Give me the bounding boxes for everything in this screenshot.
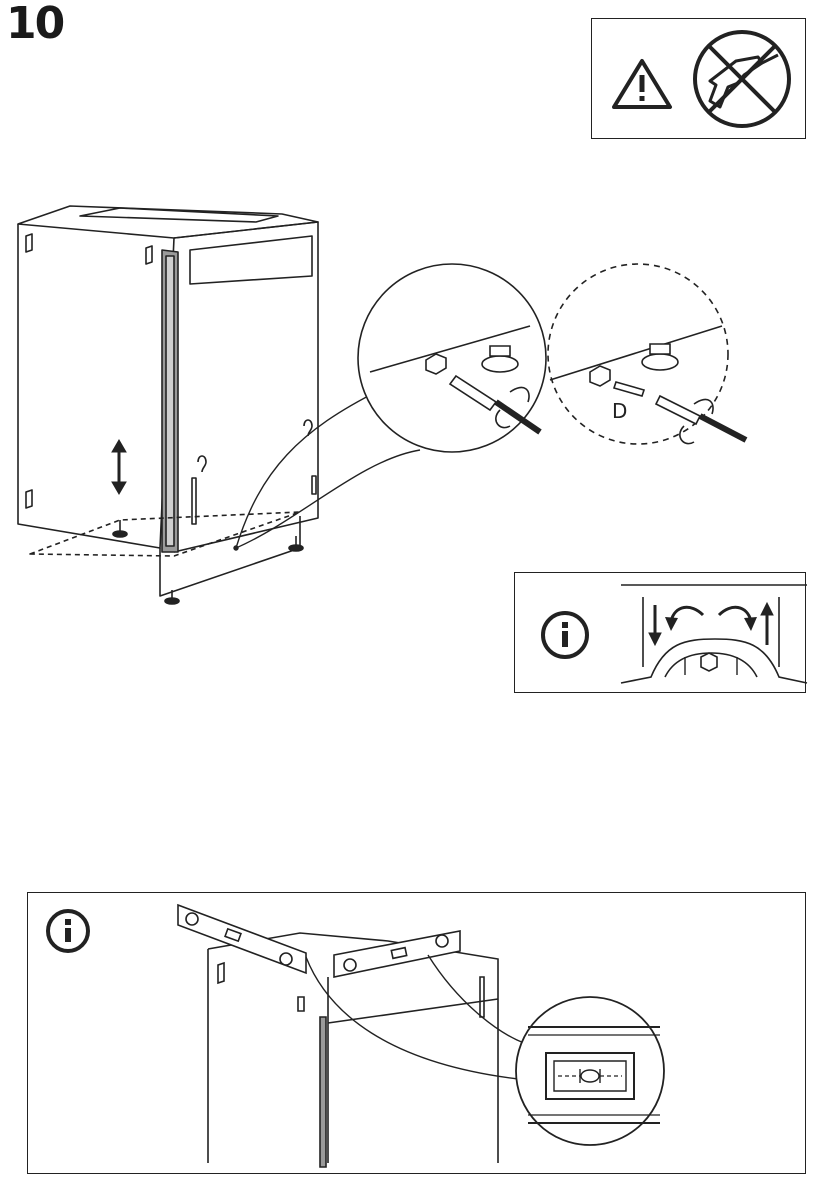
adjustable-foot-icon	[425, 345, 519, 375]
counterclockwise-arrow-icon	[665, 605, 705, 631]
dishwasher-body	[17, 205, 319, 605]
main-illustration: D	[17, 205, 748, 605]
info-panel-leveling	[27, 892, 806, 1174]
up-down-arrow-icon	[111, 439, 127, 495]
warning-panel	[591, 18, 806, 139]
no-power-drill-icon	[693, 30, 791, 128]
dishwasher-top-view	[207, 932, 499, 1168]
spirit-level-icon	[177, 903, 461, 978]
step-number: 10	[6, 0, 65, 49]
foot-detail-circle	[357, 263, 547, 453]
down-arrow-icon	[648, 605, 662, 647]
clockwise-arrow-icon	[717, 605, 757, 631]
info-panel-adjustment	[514, 572, 808, 693]
part-label-d: D	[612, 399, 627, 423]
screwdriver-icon	[448, 374, 542, 435]
screw-detail-circle: D	[547, 263, 748, 445]
screwdriver-icon	[654, 394, 748, 445]
adjustable-foot-icon	[589, 343, 679, 397]
bubble-level-detail-icon	[515, 996, 665, 1146]
info-icon	[46, 909, 90, 953]
callout-lines	[233, 389, 421, 551]
warning-triangle-icon	[612, 59, 672, 109]
info-icon	[541, 611, 589, 659]
up-arrow-icon	[760, 601, 774, 645]
adjustable-foot-icon	[664, 652, 758, 678]
callout-lines	[305, 954, 525, 1080]
